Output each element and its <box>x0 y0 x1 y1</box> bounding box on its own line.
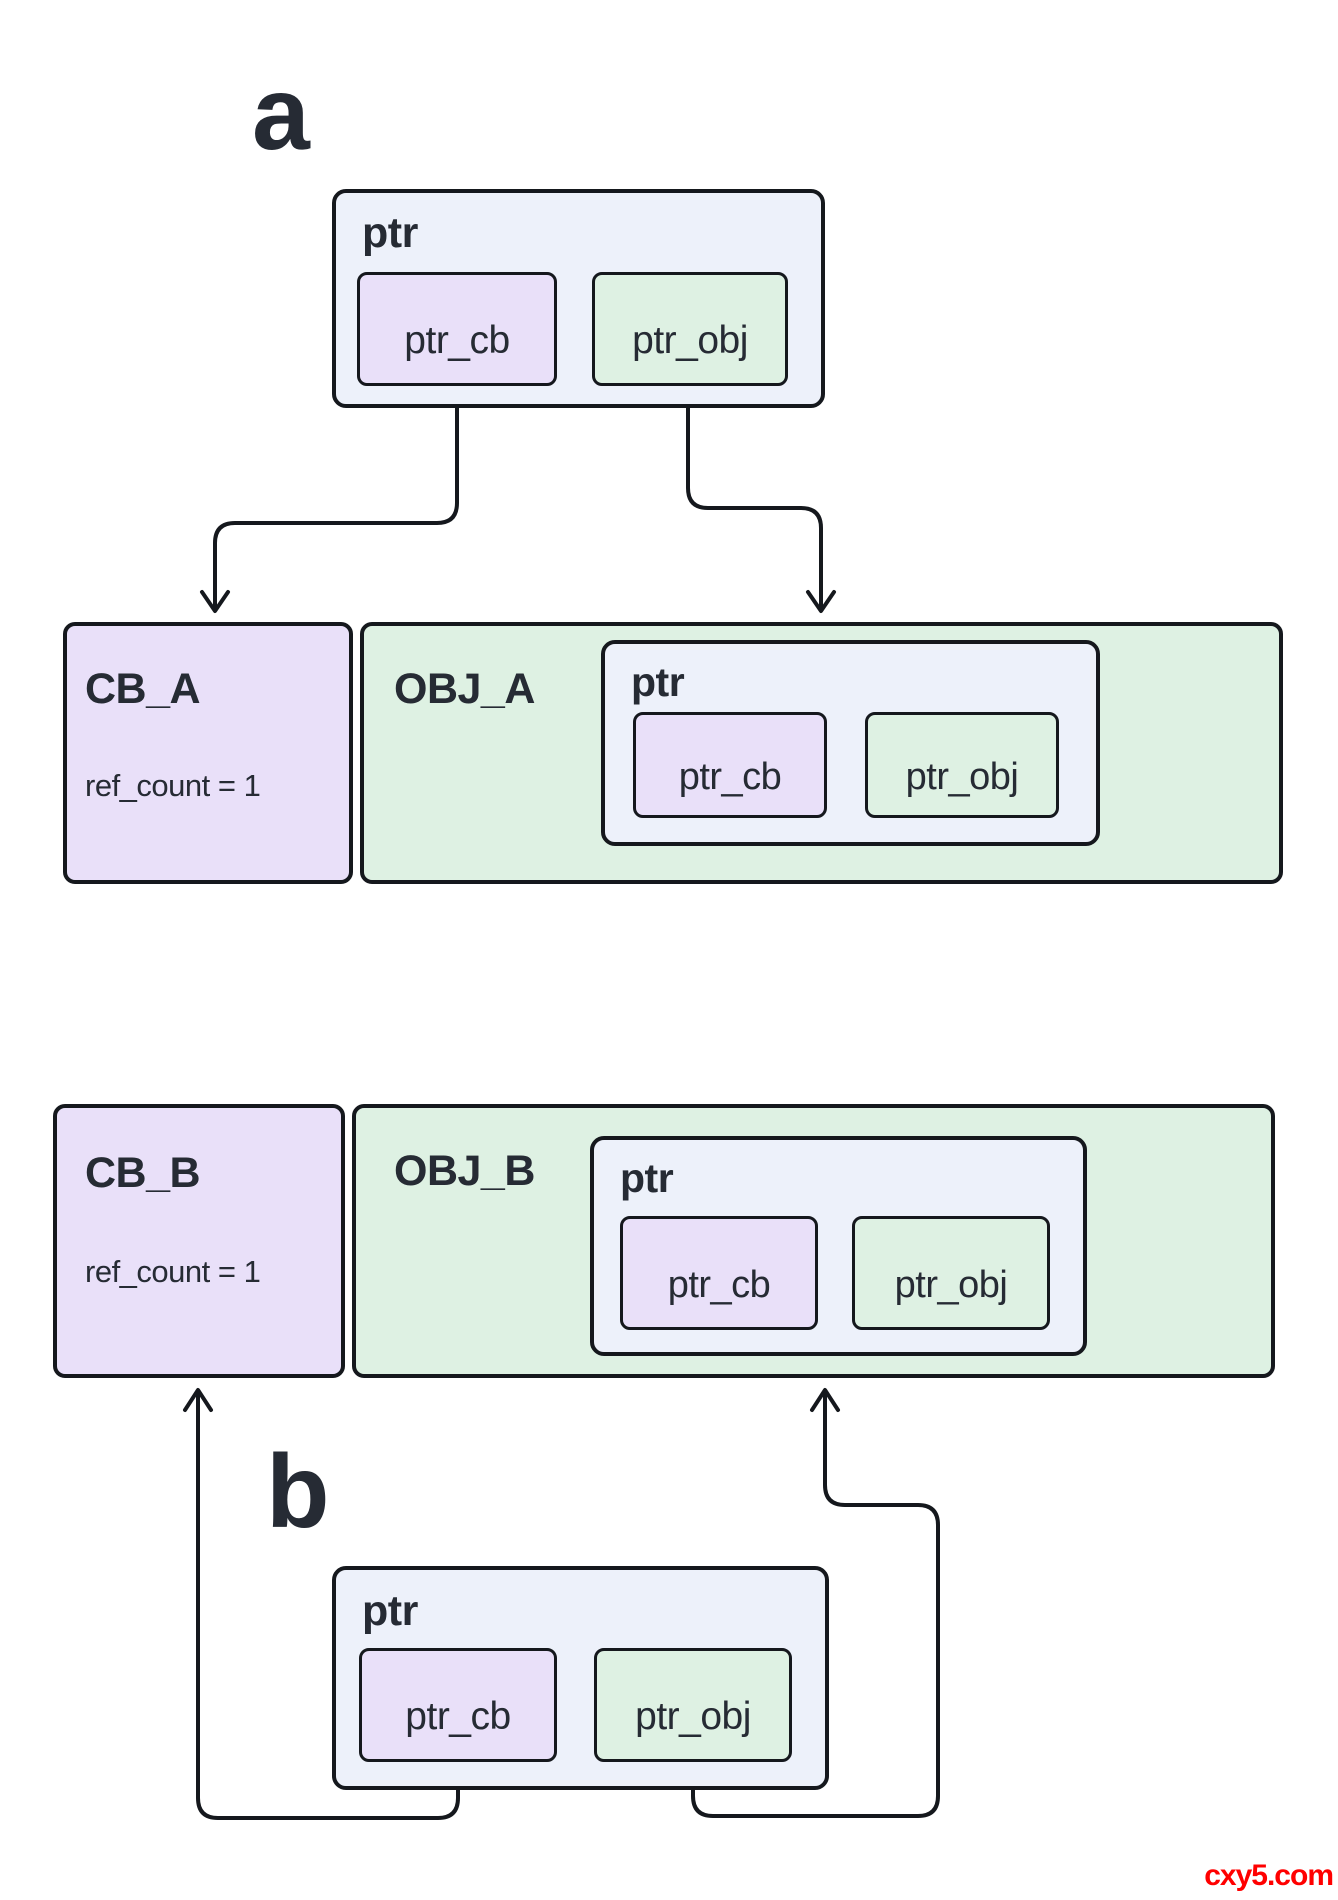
ptr-cb-field-b: ptr_cb <box>359 1648 557 1762</box>
arrowhead-up-icon <box>810 1388 840 1412</box>
ptr-cb-field-a: ptr_cb <box>357 272 557 386</box>
arrow-a-ptrcb-to-cba <box>200 386 459 613</box>
arrowhead-up-icon <box>183 1388 213 1412</box>
section-a-label: a <box>252 56 310 172</box>
ptr-obj-field-a: ptr_obj <box>592 272 788 386</box>
obj-a-inner-ptr-title: ptr <box>631 659 685 705</box>
cb-a-box <box>63 622 353 884</box>
cb-a-title: CB_A <box>85 665 201 713</box>
obj-b-title: OBJ_B <box>394 1147 535 1195</box>
obj-a-title: OBJ_A <box>394 665 535 713</box>
watermark: cxy5.com <box>1204 1859 1334 1892</box>
cb-a-refcount: ref_count = 1 <box>85 768 261 803</box>
arrowhead-down-icon <box>200 590 230 613</box>
cb-b-box <box>53 1104 345 1378</box>
ptr-struct-b-title: ptr <box>362 1587 418 1635</box>
cb-b-title: CB_B <box>85 1149 201 1197</box>
arrow-a-ptrobj-to-obja <box>686 386 836 613</box>
cb-b-refcount: ref_count = 1 <box>85 1254 261 1289</box>
ptr-struct-a-title: ptr <box>362 209 418 257</box>
obj-a-inner-ptr-cb-field: ptr_cb <box>633 712 827 818</box>
arrowhead-down-icon <box>806 590 836 613</box>
obj-b-inner-ptr-obj-field: ptr_obj <box>852 1216 1050 1330</box>
section-b-label: b <box>266 1434 330 1550</box>
obj-b-inner-ptr-cb-field: ptr_cb <box>620 1216 818 1330</box>
obj-a-inner-ptr-obj-field: ptr_obj <box>865 712 1059 818</box>
obj-b-inner-ptr-title: ptr <box>620 1155 674 1201</box>
ptr-obj-field-b: ptr_obj <box>594 1648 792 1762</box>
